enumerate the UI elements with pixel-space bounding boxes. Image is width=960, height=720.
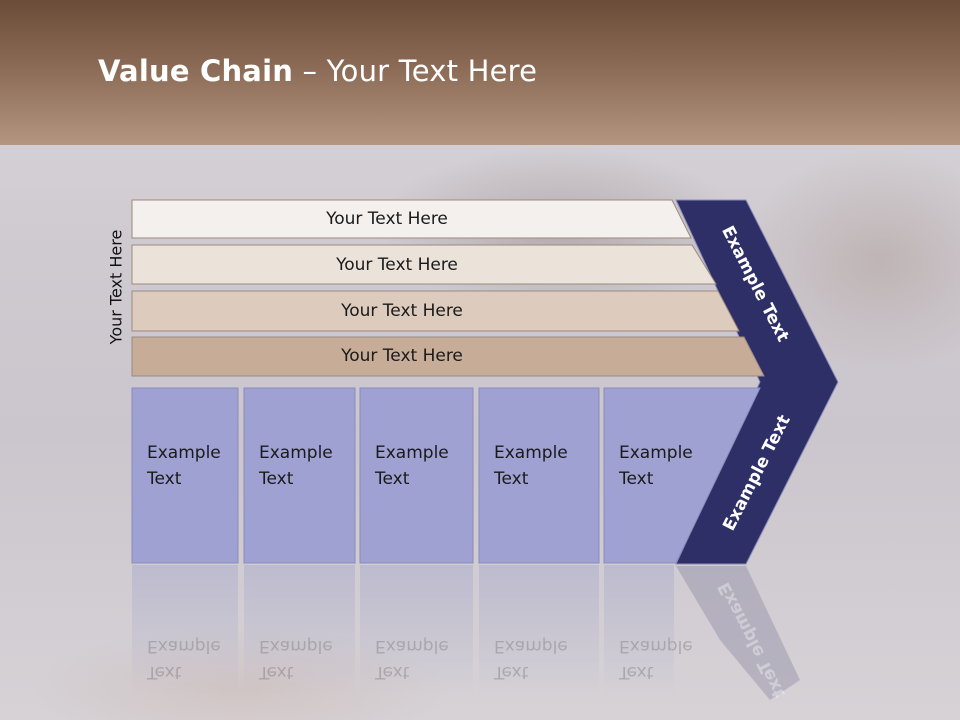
bar-1: Your Text Here (132, 200, 692, 238)
box-1-line2: Text (147, 469, 182, 489)
bar-4-label: Your Text Here (341, 346, 463, 366)
bar-shape-2 (131, 244, 717, 285)
title-bold: Value Chain (98, 54, 294, 88)
box-4-reflection: Text Example (479, 565, 599, 695)
box-3-reflection: Text Example (360, 565, 473, 695)
box-2-reflection: Text Example (244, 565, 355, 695)
bar-3: Your Text Here (132, 292, 722, 330)
bar-1-label: Your Text Here (326, 209, 448, 229)
slide-title: Value Chain – Your Text Here (98, 54, 537, 88)
refl-2-line1: Example (259, 636, 333, 656)
box-4-line2: Text (494, 469, 529, 489)
title-rest: – Your Text Here (293, 54, 538, 88)
refl-2-line2: Text (259, 662, 294, 682)
bar-shape-4 (131, 336, 765, 377)
box-shape-5 (603, 387, 761, 564)
bar-shape-3 (131, 290, 740, 332)
title-banner (0, 0, 960, 145)
box-4-line1: Example (494, 443, 568, 463)
refl-1-line2: Text (147, 662, 182, 682)
bar-2: Your Text Here (132, 246, 712, 284)
box-5-reflection: Text Example (604, 565, 693, 695)
box-5-line1: Example (619, 443, 693, 463)
refl-3-line1: Example (375, 636, 449, 656)
bar-3-label: Your Text Here (341, 301, 463, 321)
box-shape-1 (131, 387, 239, 564)
box-shape-3 (359, 387, 474, 564)
refl-4-line1: Example (494, 636, 568, 656)
box-5-line2: Text (619, 469, 654, 489)
box-2-line1: Example (259, 443, 333, 463)
box-3-line1: Example (375, 443, 449, 463)
box-2-line2: Text (259, 469, 294, 489)
refl-4-line2: Text (494, 662, 529, 682)
chevron-reflection (676, 566, 800, 700)
box-1-reflection: Text Example (132, 565, 238, 695)
box-3-line2: Text (375, 469, 410, 489)
refl-3-line2: Text (375, 662, 410, 682)
box-1-line1: Example (147, 443, 221, 463)
refl-1-line1: Example (147, 636, 221, 656)
refl-5-line2: Text (619, 662, 654, 682)
box-shape-2 (243, 387, 356, 564)
box-shape-4 (478, 387, 600, 564)
chevron-shape (675, 199, 839, 565)
refl-5-line1: Example (619, 636, 693, 656)
bar-4: Your Text Here (132, 337, 722, 375)
bar-2-label: Your Text Here (336, 255, 458, 275)
bar-shape-1 (131, 199, 692, 239)
